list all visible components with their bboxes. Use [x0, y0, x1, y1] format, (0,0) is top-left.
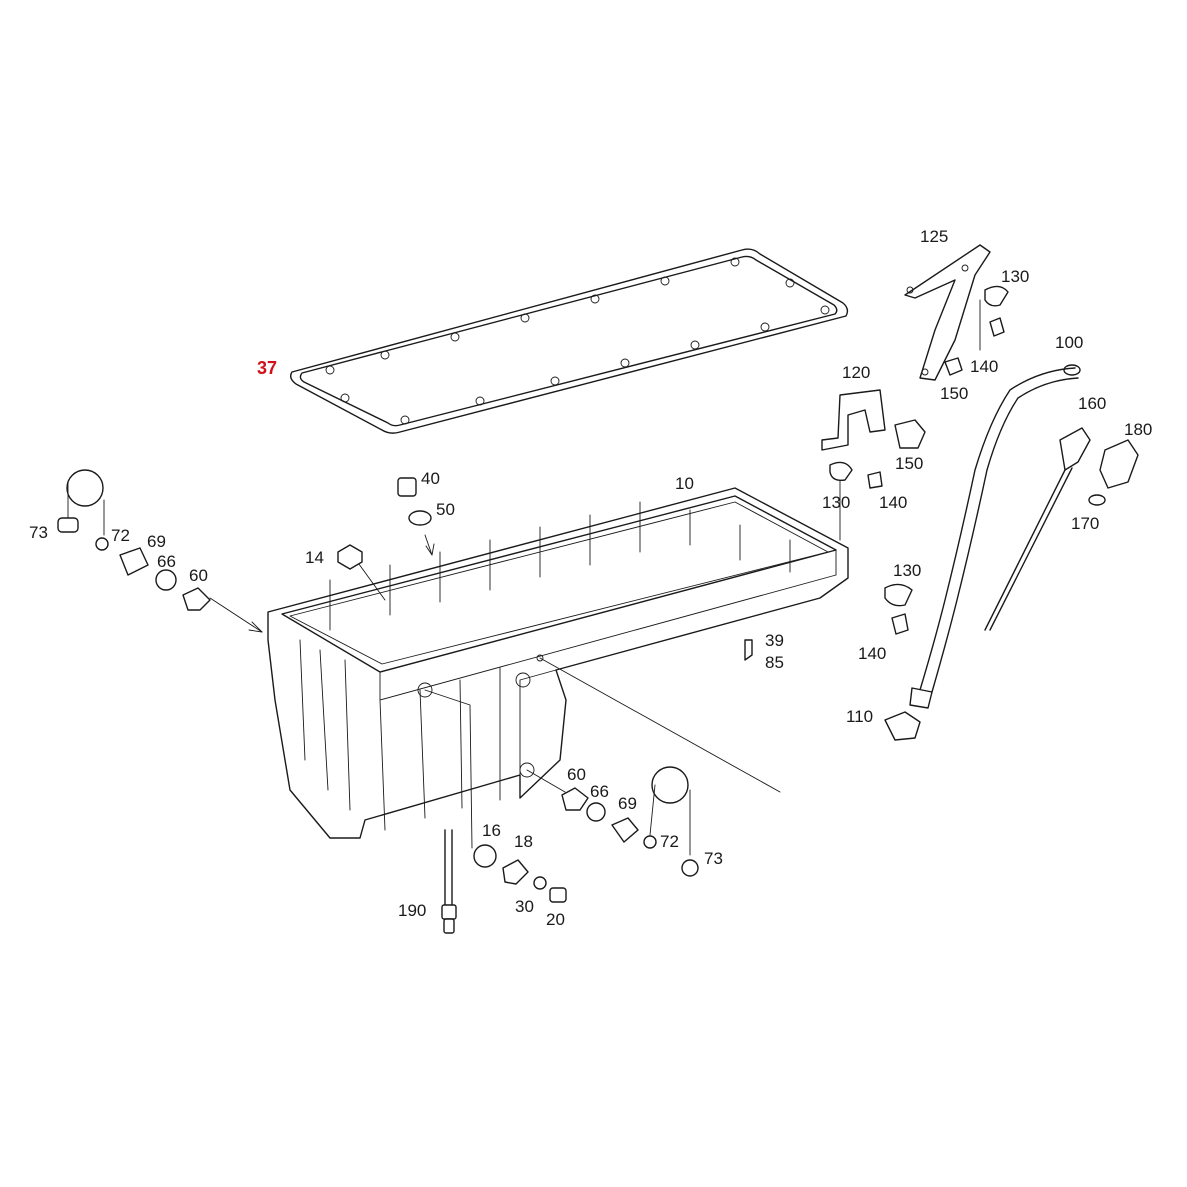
callout-150-top[interactable]: 150 — [940, 384, 969, 403]
callout-120[interactable]: 120 — [842, 363, 871, 382]
callout-125[interactable]: 125 — [920, 227, 949, 246]
callout-69-bottom[interactable]: 69 — [618, 794, 637, 813]
callout-140-low[interactable]: 140 — [858, 644, 887, 663]
callout-39[interactable]: 39 — [765, 631, 784, 650]
callout-50[interactable]: 50 — [436, 500, 455, 519]
callout-73-bottom[interactable]: 73 — [704, 849, 723, 868]
callout-16[interactable]: 16 — [482, 821, 501, 840]
callout-160[interactable]: 160 — [1078, 394, 1107, 413]
dipstick[interactable] — [984, 427, 1139, 631]
callout-69-left[interactable]: 69 — [147, 532, 166, 551]
left-fittings[interactable] — [57, 469, 211, 611]
callout-37[interactable]: 37 — [257, 358, 278, 378]
drain-plug-top[interactable] — [337, 477, 432, 570]
callout-14[interactable]: 14 — [305, 548, 324, 567]
callout-100[interactable]: 100 — [1055, 333, 1084, 352]
callout-140-top[interactable]: 140 — [970, 357, 999, 376]
leader-lines — [67, 299, 981, 856]
callout-85[interactable]: 85 — [765, 653, 784, 672]
callout-66-left[interactable]: 66 — [157, 552, 176, 571]
callout-30[interactable]: 30 — [515, 897, 534, 916]
callout-20[interactable]: 20 — [546, 910, 565, 929]
callout-72-left[interactable]: 72 — [111, 526, 130, 545]
oil-pan[interactable] — [267, 487, 849, 839]
callout-150-mid[interactable]: 150 — [895, 454, 924, 473]
callout-60-left[interactable]: 60 — [189, 566, 208, 585]
callout-110[interactable]: 110 — [846, 707, 874, 726]
callout-40[interactable]: 40 — [421, 469, 440, 488]
callout-66-bottom[interactable]: 66 — [590, 782, 609, 801]
callout-18[interactable]: 18 — [514, 832, 533, 851]
oil-pan-gasket[interactable] — [289, 248, 849, 434]
callout-190[interactable]: 190 — [398, 901, 427, 920]
bottom-drain-parts[interactable] — [441, 829, 567, 934]
dipstick-bracket[interactable] — [904, 244, 1009, 381]
tube-bracket[interactable] — [821, 389, 926, 489]
tube-clamp[interactable] — [744, 583, 913, 661]
dipstick-tube[interactable] — [884, 364, 1081, 741]
callout-72-bottom[interactable]: 72 — [660, 832, 679, 851]
callout-73-left[interactable]: 73 — [29, 523, 48, 542]
callout-60-bottom[interactable]: 60 — [567, 765, 586, 784]
callout-170[interactable]: 170 — [1071, 514, 1100, 533]
callout-180[interactable]: 180 — [1124, 420, 1153, 439]
callout-10[interactable]: 10 — [675, 474, 694, 493]
callout-140-mid[interactable]: 140 — [879, 493, 908, 512]
callout-130-mid[interactable]: 130 — [822, 493, 851, 512]
bottom-right-fittings[interactable] — [561, 766, 699, 877]
callout-130-low[interactable]: 130 — [893, 561, 922, 580]
callout-130-top[interactable]: 130 — [1001, 267, 1030, 286]
